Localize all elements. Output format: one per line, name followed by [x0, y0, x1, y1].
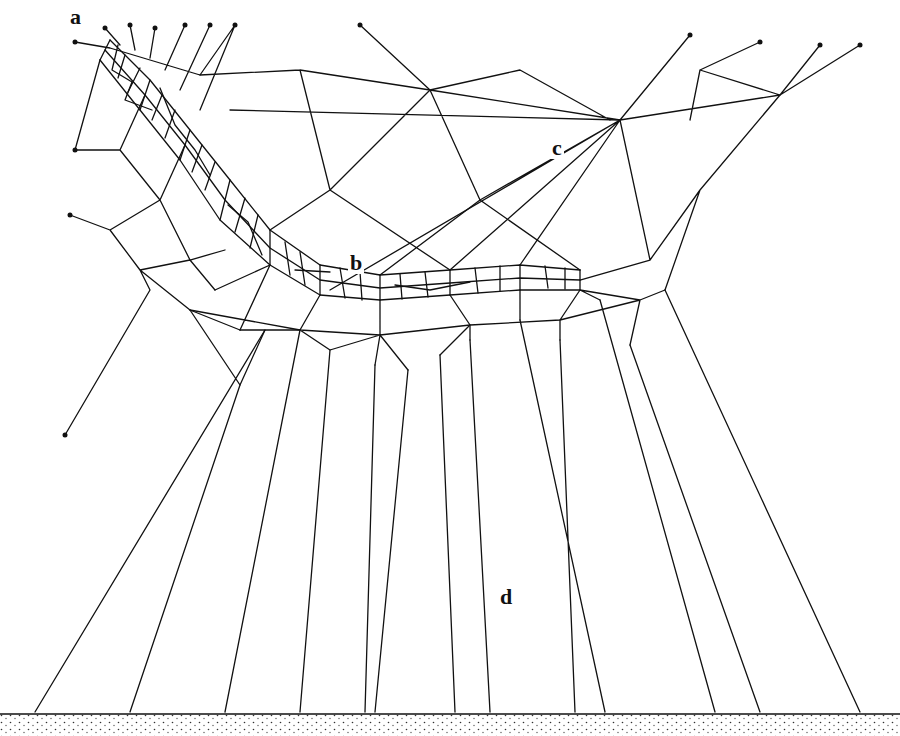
- part-letter: c: [550, 137, 564, 159]
- part-letter: d: [498, 586, 514, 608]
- part-letter: b: [348, 252, 364, 274]
- part-letter: a: [68, 6, 83, 28]
